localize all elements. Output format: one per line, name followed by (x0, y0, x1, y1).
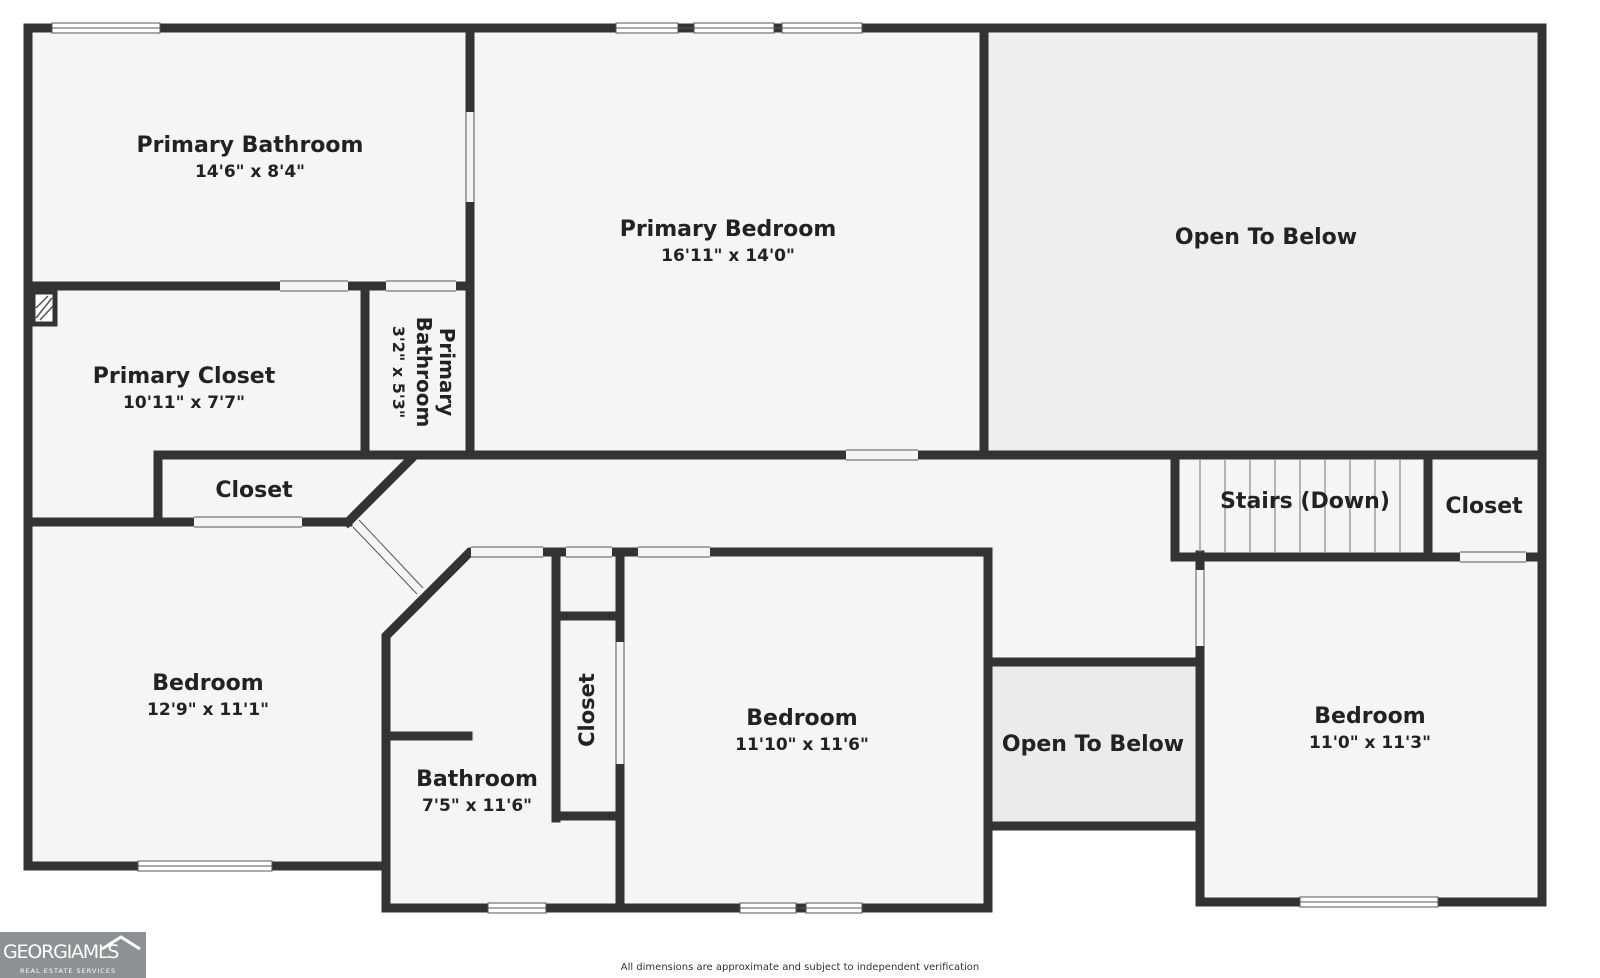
room-labels: Primary Bathroom 14'6" x 8'4" Primary Be… (93, 133, 1523, 816)
open-to-below-small-area (988, 666, 1198, 824)
stair-treads (1199, 460, 1401, 552)
room-bath-closet-name: Closet (575, 673, 599, 747)
room-hall-closet-name: Closet (215, 478, 293, 503)
room-primary-bathroom-small-line1: Primary (435, 328, 459, 417)
room-right-closet-name: Closet (1445, 494, 1523, 519)
room-bathroom-dims: 7'5" x 11'6" (422, 796, 532, 816)
room-bedroom-middle-name: Bedroom (746, 706, 857, 731)
door-openings (194, 112, 1526, 764)
room-open-to-below-large-name: Open To Below (1175, 225, 1357, 250)
georgia-mls-logo: GEORGIAMLS REAL ESTATE SERVICES (0, 932, 146, 978)
door-jambs (194, 112, 1526, 764)
windows (51, 22, 1439, 914)
room-primary-bathroom-dims: 14'6" x 8'4" (195, 162, 305, 182)
room-open-to-below-small-name: Open To Below (1002, 732, 1184, 757)
roof-icon (101, 935, 141, 951)
room-primary-bedroom-dims: 16'11" x 14'0" (661, 246, 795, 266)
room-primary-bathroom-small-line2: Bathroom (412, 317, 436, 428)
room-bathroom-name: Bathroom (416, 767, 538, 792)
room-stairs-name: Stairs (Down) (1220, 489, 1390, 514)
room-primary-closet-name: Primary Closet (93, 364, 276, 389)
logo-brand-text: GEORGIAMLS (3, 941, 119, 963)
room-primary-bathroom-name: Primary Bathroom (137, 133, 364, 158)
floor-fills (28, 28, 1542, 914)
room-primary-closet-dims: 10'11" x 7'7" (123, 393, 245, 413)
room-bedroom-right-name: Bedroom (1314, 704, 1425, 729)
room-bedroom-left-name: Bedroom (152, 671, 263, 696)
room-bedroom-middle-dims: 11'10" x 11'6" (735, 735, 869, 755)
open-to-below-large-area (988, 33, 1538, 453)
room-primary-bedroom-name: Primary Bedroom (620, 217, 837, 242)
shaft-hatch (30, 289, 58, 327)
disclaimer-text: All dimensions are approximate and subje… (620, 962, 980, 973)
logo-tagline: REAL ESTATE SERVICES (20, 967, 117, 975)
room-bedroom-right-dims: 11'0" x 11'3" (1309, 733, 1431, 753)
room-primary-bathroom-small-dims: 3'2" x 5'3" (389, 326, 408, 418)
room-bedroom-left-dims: 12'9" x 11'1" (147, 700, 269, 720)
